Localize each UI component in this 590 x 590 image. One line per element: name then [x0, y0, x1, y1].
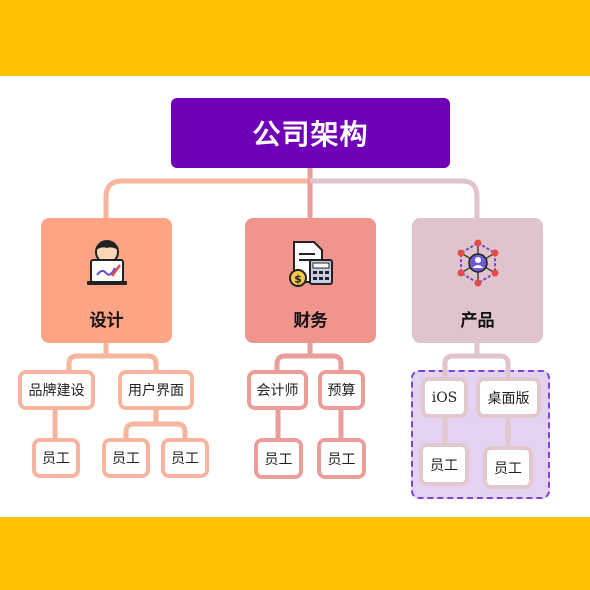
svg-text:$: $ — [294, 273, 302, 286]
node-user-interface: 用户界面 — [118, 370, 194, 410]
node-accountant-staff: 员工 — [254, 438, 303, 479]
connector-title-product — [310, 178, 480, 218]
dept-product: 产品 — [412, 218, 543, 343]
node-ios-staff: 员工 — [419, 443, 469, 486]
top-banner — [0, 0, 590, 76]
calculator-document-icon: $ — [288, 241, 333, 287]
node-brand-building: 品牌建设 — [18, 370, 95, 410]
node-ui-staff-1: 员工 — [102, 438, 150, 478]
org-chart-title: 公司架构 — [171, 98, 450, 168]
dept-finance-label: 财务 — [293, 311, 328, 331]
node-accountant: 会计师 — [247, 370, 308, 410]
connector-design-children — [66, 343, 159, 370]
dept-finance: $ 财务 — [245, 218, 376, 343]
node-budget: 预算 — [318, 370, 365, 410]
connector-title-design — [103, 168, 313, 218]
node-brand-staff: 员工 — [32, 438, 80, 478]
node-ios: iOS — [421, 377, 468, 418]
network-user-icon — [457, 239, 498, 287]
designer-at-laptop-icon — [86, 240, 127, 285]
dept-design-label: 设计 — [89, 311, 124, 331]
dept-design: 设计 — [41, 218, 172, 343]
node-ui-staff-2: 员工 — [161, 438, 209, 478]
connector-ui-staff — [123, 410, 188, 438]
dept-product-label: 产品 — [460, 311, 495, 331]
node-desktop-staff: 员工 — [483, 446, 533, 489]
bottom-banner — [0, 517, 590, 590]
node-desktop: 桌面版 — [476, 377, 541, 418]
node-budget-staff: 员工 — [317, 438, 366, 479]
connector-finance-children — [274, 343, 344, 370]
